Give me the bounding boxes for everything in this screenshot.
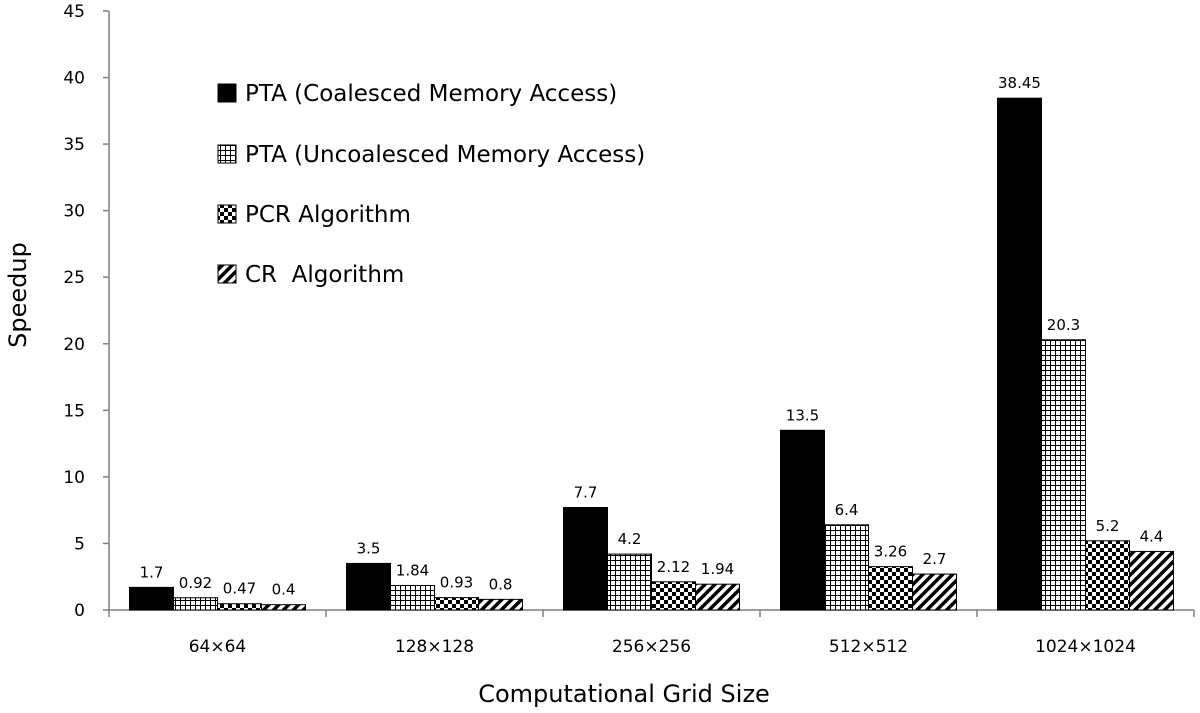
bar-diagonal	[1129, 550, 1174, 611]
data-label: 4.4	[1140, 527, 1164, 545]
data-label: 3.5	[357, 539, 381, 557]
bars-group	[129, 97, 1174, 611]
data-label: 0.92	[179, 574, 212, 592]
bar-solid	[780, 429, 825, 611]
x-tick-label: 256×256	[612, 637, 691, 657]
legend-label: PTA (Coalesced Memory Access)	[245, 81, 617, 107]
y-tick-label: 15	[63, 401, 85, 421]
legend-swatch-solid	[217, 83, 237, 103]
y-tick-label: 35	[63, 135, 85, 155]
data-label: 13.5	[786, 406, 819, 424]
data-label: 0.47	[223, 580, 256, 598]
y-tick-label: 10	[63, 468, 85, 488]
y-tick-label: 0	[74, 601, 85, 621]
data-label: 2.7	[923, 550, 947, 568]
data-label: 0.93	[440, 574, 473, 592]
bar-diagonal	[261, 604, 306, 611]
data-label: 3.26	[874, 543, 907, 561]
x-tick-label: 512×512	[829, 637, 908, 657]
data-label: 7.7	[574, 484, 598, 502]
data-label: 0.4	[272, 581, 296, 599]
y-tick-label: 20	[63, 335, 85, 355]
bar-checker	[217, 603, 262, 611]
legend: PTA (Coalesced Memory Access) PTA (Uncoa…	[217, 81, 645, 288]
data-labels-group: 1.7 0.92 0.47 0.4 3.5 1.84 0.93 0.8 7.7 4.2 2.12 1.…	[140, 74, 1164, 598]
bar-diagonal	[695, 583, 740, 611]
y-tick-label: 25	[63, 268, 85, 288]
data-label: 2.12	[657, 558, 690, 576]
bar-grid	[173, 597, 218, 611]
data-label: 0.8	[489, 575, 513, 593]
legend-swatch-diagonal	[217, 264, 237, 284]
data-label: 20.3	[1047, 316, 1080, 334]
legend-label: CR Algorithm	[245, 262, 404, 288]
x-tick-label: 1024×1024	[1035, 637, 1136, 657]
data-label: 38.45	[998, 74, 1041, 92]
bar-checker	[1085, 540, 1130, 611]
legend-swatch-grid	[217, 144, 237, 164]
bar-checker	[868, 566, 913, 611]
legend-item-pta-coalesced: PTA (Coalesced Memory Access)	[217, 81, 617, 107]
legend-item-pcr: PCR Algorithm	[217, 202, 411, 228]
bar-grid	[824, 524, 869, 611]
x-tick-label: 64×64	[189, 637, 247, 657]
y-tick-label: 40	[63, 69, 85, 89]
data-label: 1.7	[140, 563, 164, 581]
bar-diagonal	[912, 573, 957, 611]
x-tick-label: 128×128	[395, 637, 474, 657]
bar-solid	[346, 562, 391, 611]
y-tick-label: 5	[74, 534, 85, 554]
bar-grid	[1041, 339, 1086, 611]
bar-solid	[129, 586, 174, 611]
y-tick-label: 30	[63, 202, 85, 222]
bar-diagonal	[478, 598, 523, 611]
legend-label: PCR Algorithm	[245, 202, 411, 228]
bar-grid	[390, 585, 435, 611]
bar-checker	[434, 597, 479, 611]
bar-checker	[651, 581, 696, 611]
bar-solid	[997, 97, 1042, 611]
data-label: 4.2	[618, 530, 642, 548]
y-axis-title: Speedup	[4, 242, 32, 348]
data-label: 1.94	[701, 560, 734, 578]
data-label: 1.84	[396, 562, 429, 580]
legend-swatch-checker	[217, 204, 237, 224]
legend-item-cr: CR Algorithm	[217, 262, 404, 288]
legend-item-pta-uncoalesced: PTA (Uncoalesced Memory Access)	[217, 142, 645, 168]
bar-grid	[607, 553, 652, 611]
x-axis-title: Computational Grid Size	[478, 680, 770, 708]
data-label: 6.4	[835, 501, 859, 519]
bar-solid	[563, 507, 608, 611]
data-label: 5.2	[1096, 517, 1120, 535]
legend-label: PTA (Uncoalesced Memory Access)	[245, 142, 645, 168]
y-tick-label: 45	[63, 2, 85, 22]
